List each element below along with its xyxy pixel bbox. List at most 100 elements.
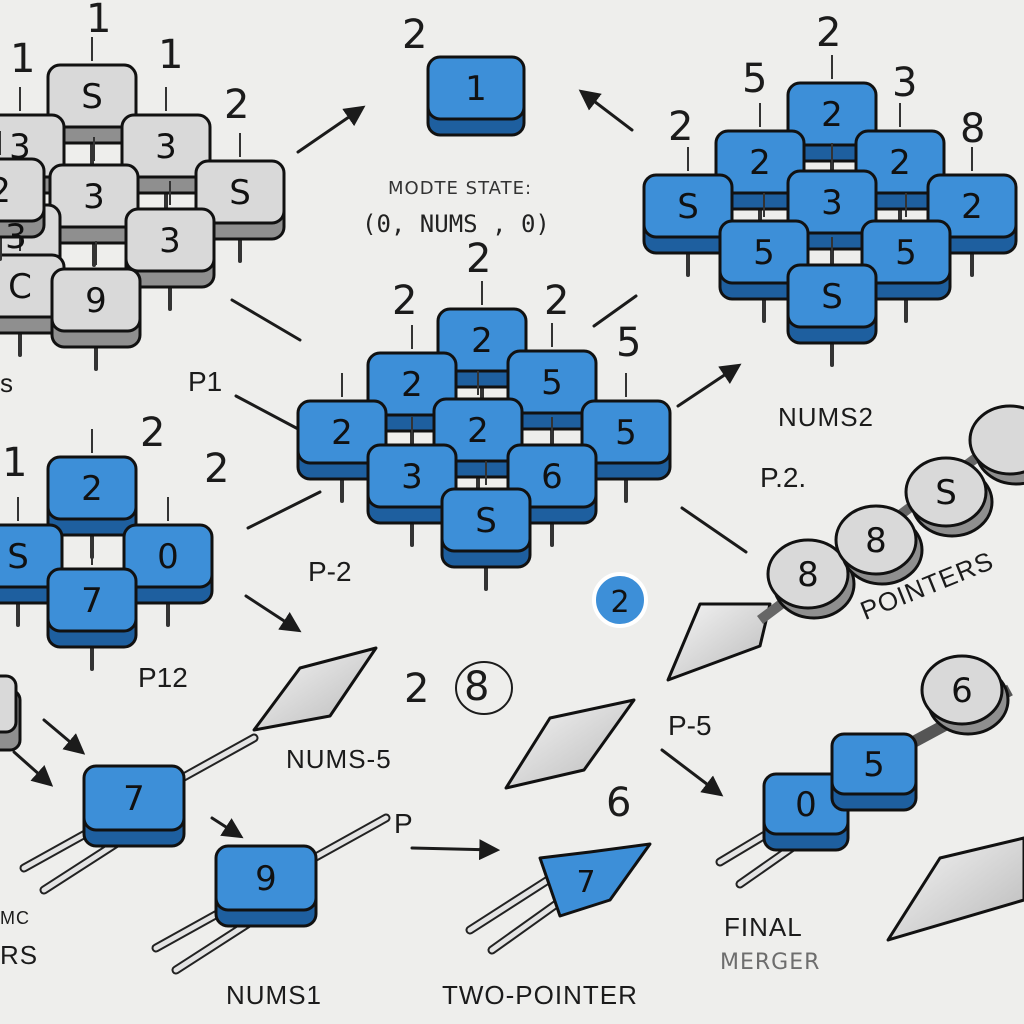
- partial-mc-label: MC: [0, 908, 30, 928]
- bead-label: S: [935, 473, 957, 513]
- key-center-grid: [440, 461, 532, 591]
- floating-number: 2: [402, 12, 428, 58]
- floating-number: 1: [2, 440, 28, 486]
- connector-line: [230, 298, 302, 342]
- nums5-label: NUMS-5: [286, 744, 392, 774]
- arrow: [676, 363, 742, 408]
- key-right-grid: [786, 237, 878, 367]
- key-label: 2: [467, 411, 489, 451]
- floating-number: 6: [606, 780, 632, 826]
- key-label: 3: [5, 217, 27, 257]
- connector-lines: [12, 89, 748, 861]
- key-label: 5: [895, 233, 917, 273]
- key-center-grid: [366, 417, 458, 547]
- key-label: 0: [795, 785, 817, 825]
- arrow: [296, 105, 366, 154]
- arrow: [578, 89, 634, 132]
- floating-number: 2: [404, 666, 430, 712]
- key-label: 2: [0, 171, 11, 211]
- p2-dots-label: P.2.: [760, 462, 807, 493]
- two-pointer-key: [465, 842, 652, 955]
- floating-number: 2: [204, 446, 230, 492]
- floating-number: 2: [224, 82, 250, 128]
- connector-line: [246, 490, 322, 530]
- bead-label: 6: [951, 671, 973, 711]
- p12-label: P12: [138, 662, 188, 693]
- key-left-grid: [46, 429, 138, 559]
- key-label: 2: [749, 143, 771, 183]
- key-label: S: [677, 187, 699, 227]
- key-center-grid: [366, 325, 458, 455]
- floating-number: 2: [466, 236, 492, 282]
- circled-number-ring: [455, 661, 513, 715]
- mode-state-value: (0, NUMS , 0): [362, 210, 550, 238]
- key-left-grid: [46, 541, 138, 671]
- partial-key-left: [0, 674, 22, 752]
- blue-dot-label: 2: [610, 585, 629, 620]
- floating-number: 2: [668, 104, 694, 150]
- key-label: S: [821, 277, 843, 317]
- key-top-left: [0, 131, 46, 261]
- blade-shape: [504, 698, 636, 790]
- p5-label: P-5: [668, 710, 712, 741]
- key-top-left: [48, 137, 140, 267]
- key-label: 3: [9, 127, 31, 167]
- key-label: 7: [576, 865, 595, 900]
- merger-label: MERGER: [720, 950, 821, 975]
- key-label: 5: [863, 745, 885, 785]
- key-label: S: [7, 537, 29, 577]
- key-right-grid: [786, 143, 878, 273]
- arrow: [410, 839, 501, 861]
- blade-shape: [886, 836, 1024, 942]
- floating-number: 2: [392, 278, 418, 324]
- key-label: 2: [401, 365, 423, 405]
- key-center-grid: [506, 323, 598, 453]
- key-label: 2: [81, 469, 103, 509]
- key-top-left: [124, 181, 216, 311]
- floating-number: 8: [960, 106, 986, 152]
- key-label: 5: [753, 233, 775, 273]
- connector-line: [680, 506, 748, 554]
- arrow: [660, 748, 724, 797]
- bead-top: [766, 538, 856, 620]
- bead-bottom: [920, 654, 1010, 736]
- final-label: FINAL: [724, 912, 803, 942]
- key-label: 1: [465, 69, 487, 109]
- key-label: 2: [961, 187, 983, 227]
- mode-state-title: MODTE STATE:: [388, 178, 533, 199]
- floating-number: 5: [616, 320, 642, 366]
- key-label: 2: [821, 95, 843, 135]
- arrow: [12, 750, 54, 787]
- blade-shape: [666, 602, 772, 682]
- key-label: 2: [331, 413, 353, 453]
- floating-number: 1: [158, 32, 184, 78]
- key-right-grid: [642, 147, 734, 277]
- key-label: 7: [81, 581, 103, 621]
- key-label: 9: [85, 281, 107, 321]
- key-top-left: [194, 133, 286, 263]
- key-label: 2: [471, 321, 493, 361]
- p2-label: P-2: [308, 556, 352, 587]
- blade-shape: [252, 646, 378, 732]
- bead-top: [968, 404, 1024, 486]
- key-label: 6: [541, 457, 563, 497]
- key-label: 7: [123, 779, 145, 819]
- floating-number: 2: [544, 278, 570, 324]
- key-label: S: [475, 501, 497, 541]
- key-shapes: [0, 37, 1024, 975]
- key-bottom-7: [82, 764, 186, 848]
- key-label: S: [229, 173, 251, 213]
- partial-s-label: s: [0, 368, 14, 398]
- floating-number: 3: [892, 60, 918, 106]
- key-label: 3: [821, 183, 843, 223]
- floating-number: 2: [816, 10, 842, 56]
- two-pointer-label: TWO-POINTER: [442, 980, 638, 1010]
- arrow: [42, 718, 86, 755]
- key-bottom-9: [214, 844, 318, 928]
- connector-line: [234, 394, 302, 432]
- floating-number: 1: [10, 36, 36, 82]
- bead-label: 8: [797, 555, 819, 595]
- key-top-left: [46, 37, 138, 167]
- floating-number: 1: [86, 0, 112, 42]
